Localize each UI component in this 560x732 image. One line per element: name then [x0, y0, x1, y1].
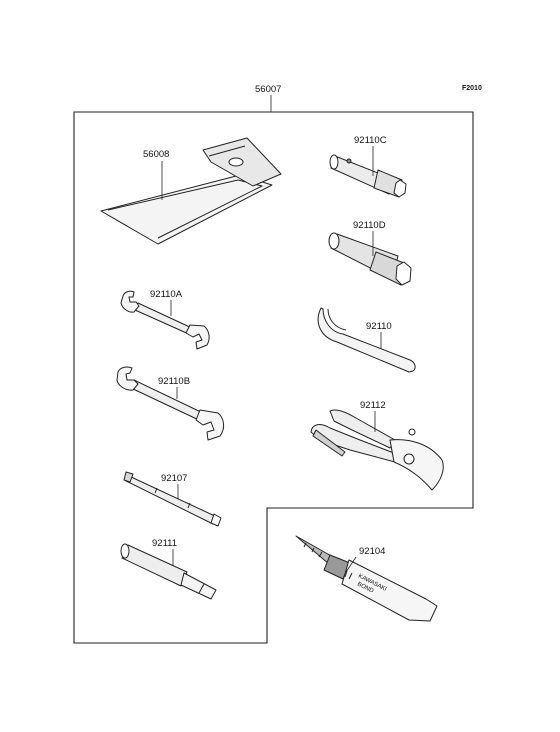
- pliers-label: 92112: [360, 400, 386, 411]
- hook-wrench-label: 92110: [366, 321, 392, 332]
- handle-label: 92111: [152, 538, 177, 549]
- plug-wrench-d-label: 92110D: [353, 220, 386, 231]
- wrench-b-label: 92110B: [158, 376, 190, 387]
- plug-wrench-c-label: 92110C: [354, 135, 387, 146]
- wrench-a-label: 92110A: [150, 289, 183, 300]
- bond-tube-leader: [345, 556, 357, 573]
- bond-tube-icon: [295, 535, 438, 622]
- wrench-b-icon: [116, 366, 225, 441]
- kit-label: 56007: [255, 84, 281, 95]
- hook-wrench-icon: [317, 307, 416, 373]
- wrench-a-icon: [120, 290, 210, 350]
- bond-tube-label: 92104: [359, 546, 385, 557]
- plug-wrench-c-icon: [329, 154, 407, 198]
- pliers-icon: [310, 409, 444, 491]
- plug-wrench-d-icon: [328, 232, 412, 286]
- tool-bag-icon: [100, 137, 282, 245]
- handle-icon: [120, 543, 217, 600]
- bag-label: 56008: [143, 149, 169, 160]
- screwdriver-label: 92107: [161, 473, 187, 484]
- kit-outline: [73, 111, 474, 644]
- screwdriver-icon: [123, 471, 222, 527]
- figure-code: F2010: [462, 85, 482, 92]
